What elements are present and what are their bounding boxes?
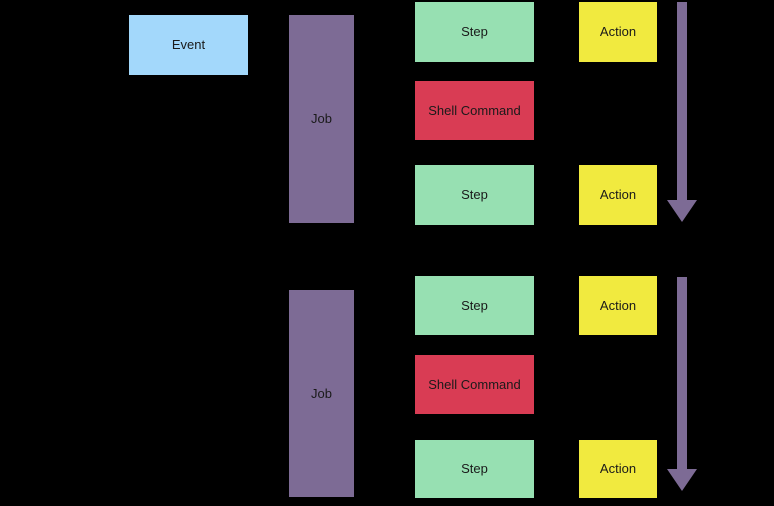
- node-label: Action: [599, 24, 637, 40]
- node-label: Job: [311, 111, 332, 127]
- node-step-2[interactable]: Step: [415, 165, 534, 225]
- node-label: Step: [461, 187, 488, 203]
- node-label: Action: [599, 461, 637, 477]
- node-label: Shell Command: [428, 102, 521, 118]
- node-action-2[interactable]: Action: [579, 165, 657, 225]
- node-action-4[interactable]: Action: [579, 440, 657, 498]
- node-shell-command-1[interactable]: Shell Command: [415, 81, 534, 140]
- node-job-1[interactable]: Job: [289, 15, 354, 223]
- node-step-3[interactable]: Step: [415, 276, 534, 335]
- node-action-1[interactable]: Action: [579, 2, 657, 62]
- node-job-2[interactable]: Job: [289, 290, 354, 497]
- node-label: Action: [599, 187, 637, 203]
- node-label: Step: [461, 461, 488, 477]
- node-label: Job: [311, 385, 332, 401]
- down-arrow-icon: [666, 2, 698, 222]
- node-label: Step: [461, 297, 488, 313]
- down-arrow-icon: [666, 277, 698, 491]
- node-step-4[interactable]: Step: [415, 440, 534, 498]
- node-event-1[interactable]: Event: [129, 15, 248, 75]
- node-step-1[interactable]: Step: [415, 2, 534, 62]
- node-action-3[interactable]: Action: [579, 276, 657, 335]
- node-label: Event: [171, 37, 206, 53]
- node-label: Action: [599, 297, 637, 313]
- node-label: Step: [461, 24, 488, 40]
- node-shell-command-2[interactable]: Shell Command: [415, 355, 534, 414]
- node-label: Shell Command: [428, 376, 521, 392]
